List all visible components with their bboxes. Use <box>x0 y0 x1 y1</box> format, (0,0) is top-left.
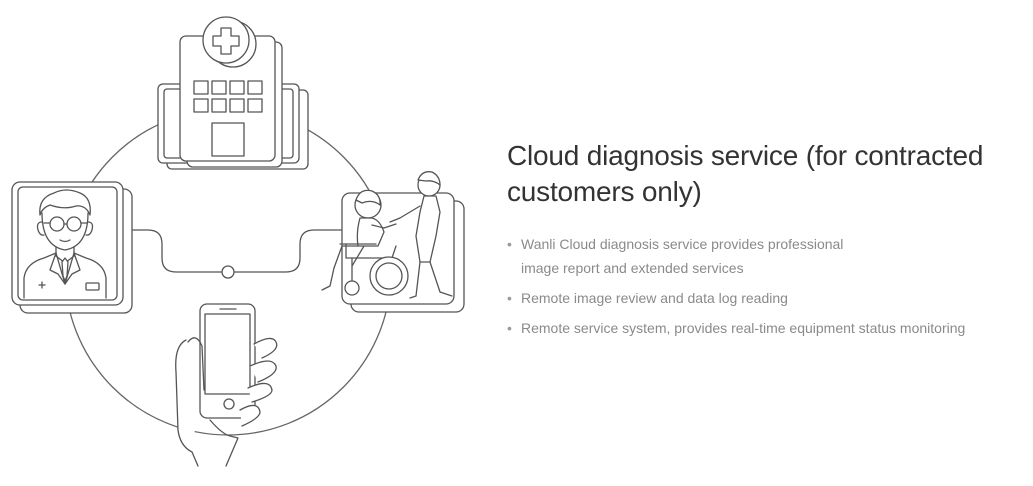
list-item: • Remote service system, provides real-t… <box>507 316 1027 340</box>
page-title: Cloud diagnosis service (for contracted … <box>507 140 984 207</box>
center-node <box>221 265 235 279</box>
feature-text-continued: image report and extended services <box>521 260 744 276</box>
patient-wheelchair-icon <box>321 171 465 313</box>
bullet-icon: • <box>507 236 512 252</box>
connector-left <box>120 229 223 273</box>
feature-text: Wanli Cloud diagnosis service provides p… <box>521 236 844 252</box>
cloud-diagnosis-illustration <box>0 0 480 481</box>
bullet-icon: • <box>507 290 512 306</box>
doctor-icon <box>11 181 133 314</box>
service-description: Cloud diagnosis service (for contracted … <box>507 138 1027 346</box>
list-item: • Remote image review and data log readi… <box>507 286 1027 310</box>
smartphone-icon <box>175 303 278 467</box>
feature-list: • Wanli Cloud diagnosis service provides… <box>507 232 1027 340</box>
connector-right <box>233 229 345 273</box>
list-item: • Wanli Cloud diagnosis service provides… <box>507 232 1027 280</box>
hospital-icon <box>157 16 309 170</box>
bullet-icon: • <box>507 320 512 336</box>
feature-text: Remote service system, provides real-tim… <box>521 320 966 336</box>
feature-text: Remote image review and data log reading <box>521 290 788 306</box>
